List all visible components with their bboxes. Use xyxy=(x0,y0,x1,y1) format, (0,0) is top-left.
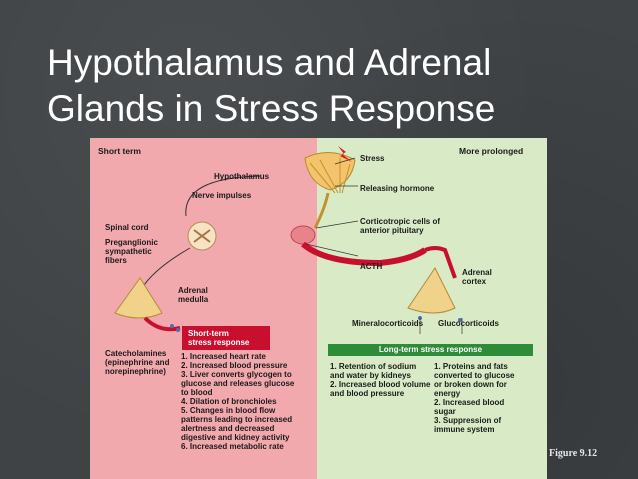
adrenal-medulla-shape xyxy=(114,277,163,319)
nerve-impulses-label: Nerve impulses xyxy=(192,191,252,200)
releasing-hormone-label: Releasing hormone xyxy=(360,184,435,193)
figure-label: Figure 9.12 xyxy=(549,448,598,459)
mineralocorticoid-effects-list: 1. Retention of sodium and water by kidn… xyxy=(330,362,431,398)
stress-label: Stress xyxy=(360,154,385,163)
glucocorticoid-effects-list: 1. Proteins and fats converted to glucos… xyxy=(434,362,515,434)
slide-title: Hypothalamus and Adrenal Glands in Stres… xyxy=(47,40,627,132)
pituitary-stalk xyxy=(313,192,330,229)
long-term-response-box: Long-term stress response xyxy=(328,344,533,356)
diagram-graphics xyxy=(114,146,463,334)
hypothalamus-label: Hypothalamus xyxy=(214,172,270,181)
short-term-effects-list: 1. Increased heart rate 2. Increased blo… xyxy=(181,352,295,451)
mineralocorticoids-label: Mineralocorticoids xyxy=(352,319,424,328)
stress-bolt-icon xyxy=(338,146,352,162)
short-term-header: Short term xyxy=(98,146,141,156)
prolonged-header: More prolonged xyxy=(459,146,524,156)
medulla-vessel xyxy=(143,316,181,332)
glucocorticoids-label: Glucocorticoids xyxy=(438,319,499,328)
spinal-cord-grey xyxy=(193,229,211,243)
acth-label: ACTH xyxy=(360,262,383,271)
hypothalamus-fibers xyxy=(309,158,351,194)
title-line-2: Glands in Stress Response xyxy=(47,88,496,129)
pituitary-shape xyxy=(290,225,316,245)
acth-vessel-2 xyxy=(424,246,457,279)
acth-vessel xyxy=(301,241,427,267)
adrenal-cortex-shape xyxy=(407,267,456,314)
stress-response-figure: Short term More prolonged Stress Hypotha… xyxy=(90,138,547,479)
spinal-cord-label: Spinal cord xyxy=(105,223,149,232)
title-line-1: Hypothalamus and Adrenal xyxy=(47,42,492,83)
nerve-impulse-path xyxy=(185,175,261,217)
